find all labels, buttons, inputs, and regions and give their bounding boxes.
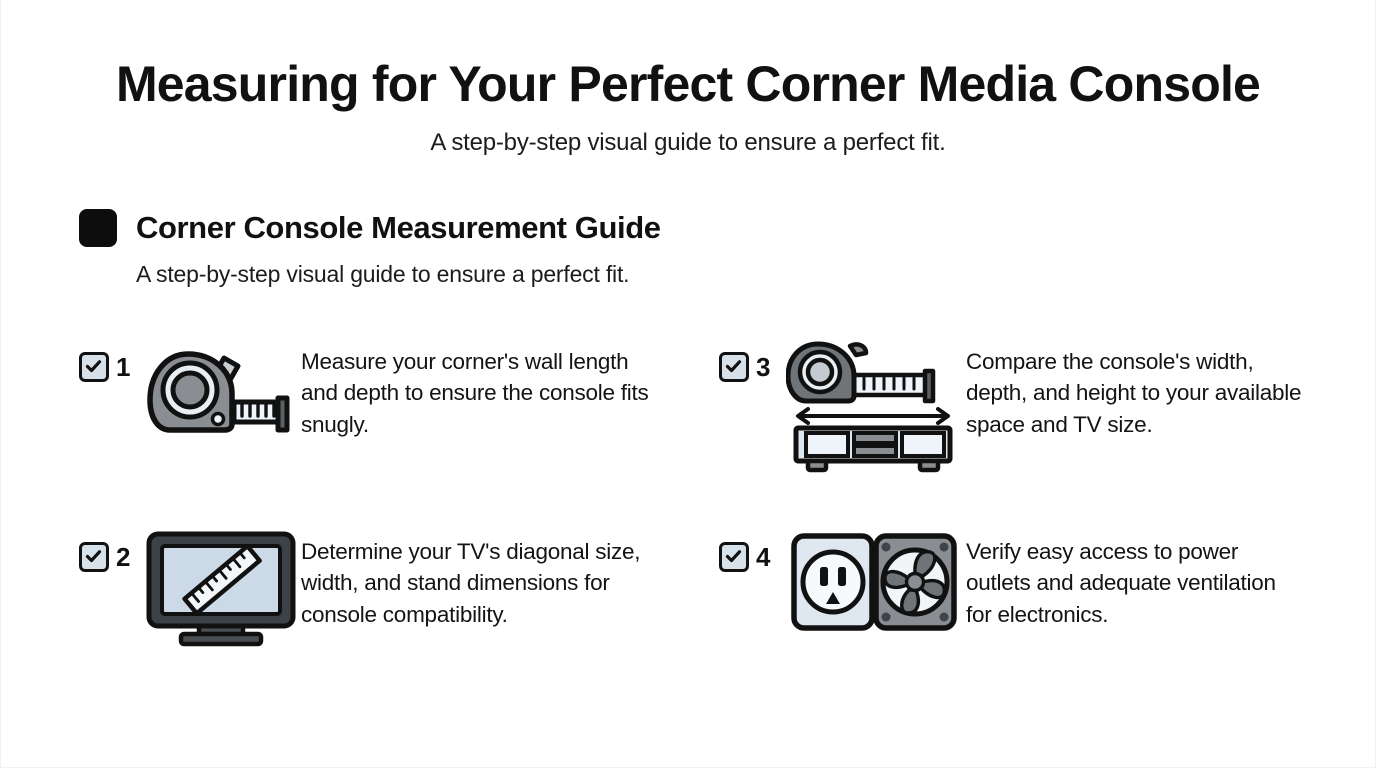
section-bullet-icon [79,208,117,247]
checkbox-step-1[interactable] [79,351,109,382]
step-text-1: Measure your corner's wall length and de… [301,348,649,438]
step-text-2: Determine your TV's diagonal size, width… [301,538,641,628]
steps-grid: 1 [1,336,1375,676]
step-3-marker: 3 [719,336,781,382]
tv-with-ruler-icon [141,526,301,648]
page-subtitle: A step-by-step visual guide to ensure a … [430,128,946,156]
section-subtitle: A step-by-step visual guide to ensure a … [136,260,630,287]
check-icon [725,549,742,562]
section-header: Corner Console Measurement Guide [79,208,1375,247]
step-item-2: 2 [79,526,719,676]
step-item-3: 3 [719,336,1359,486]
hero-header: Measuring for Your Perfect Corner Media … [1,0,1375,157]
outlet-and-fan-icon [781,526,966,634]
checkbox-step-3[interactable] [719,351,749,382]
section-title: Corner Console Measurement Guide [136,209,661,245]
step-text-3: Compare the console's width, depth, and … [966,348,1302,438]
page-title: Measuring for Your Perfect Corner Media … [115,56,1261,112]
checkbox-step-4[interactable] [719,541,749,572]
step-2-marker: 2 [79,526,141,572]
checkbox-step-2[interactable] [79,541,109,572]
step-number-1: 1 [116,351,131,382]
check-icon [725,359,742,372]
tape-measure-over-console-icon [781,336,966,475]
tape-measure-icon [141,336,301,450]
step-item-1: 1 [79,336,719,486]
check-icon [85,359,102,372]
check-icon [85,549,102,562]
step-4-marker: 4 [719,526,781,572]
step-number-2: 2 [116,541,131,572]
step-number-3: 3 [756,351,771,382]
step-1-marker: 1 [79,336,141,382]
step-number-4: 4 [756,541,771,572]
guide-section: Corner Console Measurement Guide A step-… [1,208,1375,288]
step-item-4: 4 [719,526,1359,676]
step-text-4: Verify easy access to power outlets and … [966,538,1276,628]
